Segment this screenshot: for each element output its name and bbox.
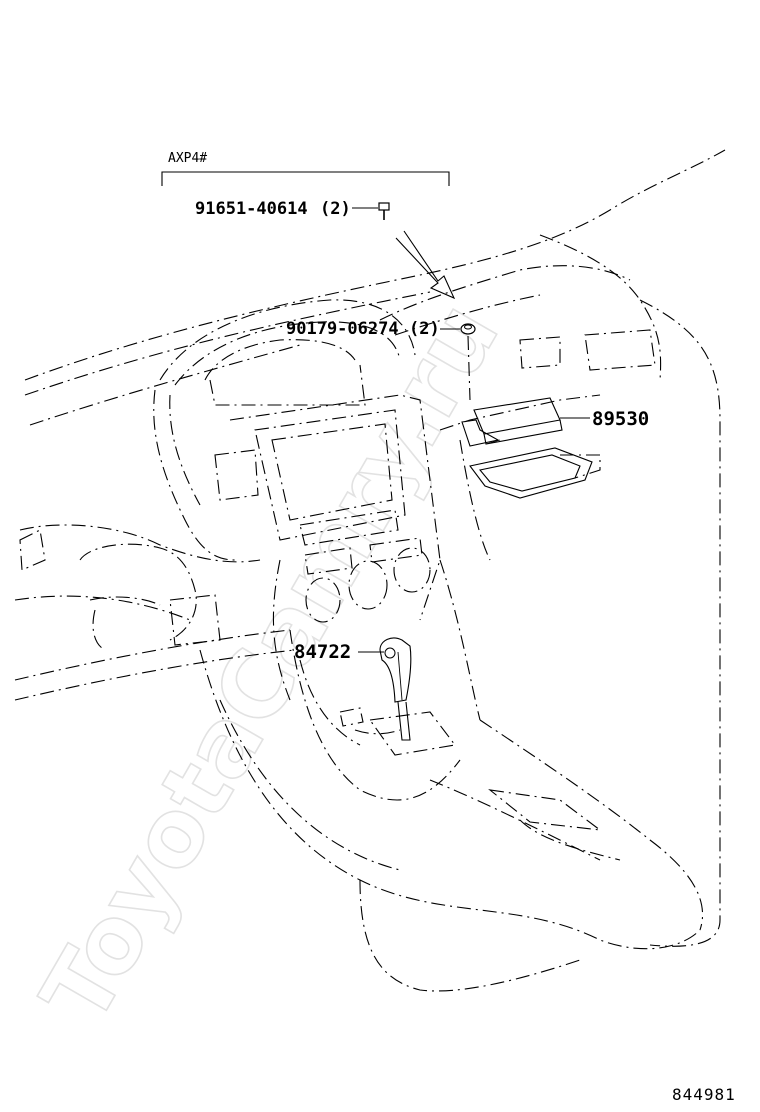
nut-icon [460,323,476,335]
variant-bracket: AXP4# [161,151,450,186]
part-number-89530: 89530 [592,408,649,430]
part-number-90179-06274: 90179-06274 [286,319,399,339]
part-ecu[interactable]: 89530 [461,397,649,499]
part-qty-90179: (2) [409,319,440,339]
part-shift-switch[interactable]: 84722 [294,637,412,741]
screw-icon [378,202,390,220]
illustration-number: 844981 [672,1085,736,1104]
part-number-91651-40614: 91651-40614 [195,199,308,219]
dashboard-illustration [14,149,726,992]
variant-label: AXP4# [168,151,207,166]
part-screw[interactable]: 91651-40614 (2) [195,199,390,220]
ecu-module-icon [461,397,563,447]
part-number-84722: 84722 [294,641,351,663]
watermark: ToyotaCamry.ru [21,285,519,1041]
assembly-arrow [395,230,456,300]
shift-knob-icon [379,637,412,741]
ecu-bracket-icon [469,447,593,499]
part-nut[interactable]: 90179-06274 (2) [286,319,476,401]
part-qty-91651: (2) [320,199,351,219]
